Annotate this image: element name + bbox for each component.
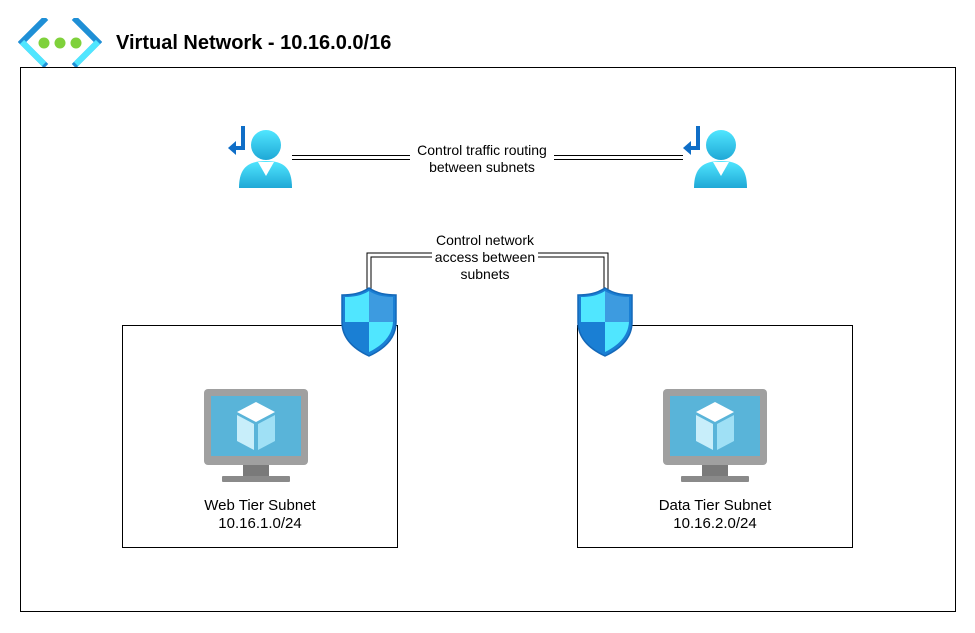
- route-table-icon: [228, 126, 292, 188]
- route-table-icon: [683, 126, 747, 188]
- web-tier-subnet-label: Web Tier Subnet 10.16.1.0/24: [122, 497, 398, 533]
- network-security-group-icon: [577, 287, 633, 357]
- network-security-group-icon: [341, 287, 397, 357]
- subnet-cidr: 10.16.1.0/24: [218, 515, 302, 532]
- virtual-machine-icon: [204, 389, 308, 482]
- subnet-name: Data Tier Subnet: [658, 497, 772, 514]
- subnet-name: Web Tier Subnet: [204, 497, 316, 514]
- virtual-network-boundary: [20, 67, 956, 612]
- virtual-network-icon: [18, 18, 102, 68]
- data-tier-subnet-label: Data Tier Subnet 10.16.2.0/24: [577, 497, 853, 533]
- nsg-connector-label: Control network access between subnets: [432, 232, 538, 283]
- routing-connector-label: Control traffic routing between subnets: [410, 142, 554, 176]
- subnet-cidr: 10.16.2.0/24: [673, 515, 757, 532]
- virtual-machine-icon: [663, 389, 767, 482]
- page-title: Virtual Network - 10.16.0.0/16: [116, 32, 392, 54]
